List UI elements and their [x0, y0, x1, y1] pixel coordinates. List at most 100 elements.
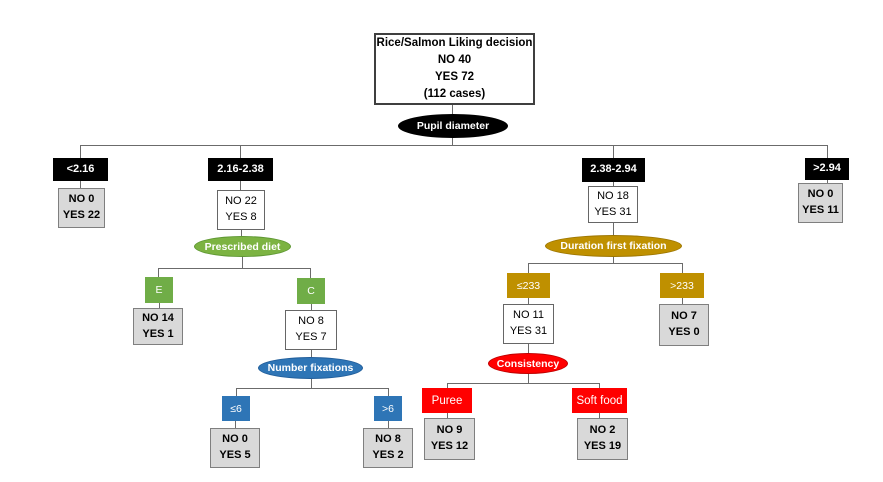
yes-count: YES 5: [219, 449, 251, 461]
connector: [827, 145, 828, 158]
branch-label: 2.38-2.94: [590, 163, 637, 176]
condition-label: ≤233: [516, 279, 541, 292]
connector: [311, 379, 312, 388]
no-count: NO 8: [298, 315, 324, 328]
connector: [613, 145, 614, 158]
connector: [235, 421, 236, 428]
no-count: NO 9: [436, 424, 463, 437]
split-label: Consistency: [496, 357, 560, 370]
leaf-box-fix-le6: NO 0 YES 5: [210, 428, 260, 468]
yes-count: YES 22: [62, 209, 101, 221]
yes-count: YES 31: [594, 205, 632, 218]
no-count: NO 2: [589, 424, 616, 437]
connector: [528, 263, 529, 273]
condition-label: C: [307, 285, 315, 297]
root-node: Rice/Salmon Liking decision NO 40 YES 72…: [374, 33, 535, 105]
connector: [80, 145, 81, 158]
no-count: NO 14: [142, 311, 174, 324]
condition-label: E: [155, 284, 163, 296]
yes-count: YES 11: [802, 204, 839, 216]
no-count: NO 18: [597, 189, 629, 202]
leaf-box-diet-e: NO 14 YES 1: [133, 308, 183, 345]
condition-box-dur-le233: ≤233: [507, 273, 550, 298]
condition-box-diet-c: C: [297, 278, 325, 304]
root-title: Rice/Salmon Liking decision: [376, 36, 533, 49]
connector: [158, 268, 159, 277]
connector: [528, 298, 529, 304]
no-count: NO 0: [222, 433, 248, 446]
connector: [599, 383, 600, 388]
connector: [613, 257, 614, 263]
split-oval-consistency: Consistency: [488, 353, 568, 374]
connector: [240, 181, 241, 190]
yes-count: YES 1: [142, 327, 174, 340]
connector: [240, 145, 241, 158]
leaf-box-lt-2-16: NO 0 YES 22: [58, 188, 105, 228]
connector: [452, 138, 453, 145]
branch-label: 2.16-2.38: [217, 162, 264, 175]
condition-label: ≤6: [230, 402, 242, 415]
connector: [682, 263, 683, 273]
root-cases-count: (112 cases): [423, 88, 486, 101]
connector: [388, 388, 389, 396]
stats-box-2-38-2-94: NO 18 YES 31: [588, 186, 638, 223]
condition-label: >233: [670, 279, 694, 292]
connector: [311, 350, 312, 357]
branch-box-gt-2-94: >2.94: [805, 158, 849, 180]
branch-box-2-16-2-38: 2.16-2.38: [208, 158, 273, 181]
connector: [528, 374, 529, 383]
leaf-box-dur-gt233: NO 7 YES 0: [659, 304, 709, 346]
condition-box-diet-e: E: [145, 277, 173, 303]
no-count: NO 11: [513, 309, 544, 322]
connector: [452, 105, 453, 114]
no-count: NO 22: [225, 195, 257, 208]
split-oval-duration-first-fixation: Duration first fixation: [545, 235, 682, 257]
connector: [528, 344, 529, 353]
connector: [447, 383, 600, 384]
split-oval-pupil-diameter: Pupil diameter: [398, 114, 508, 138]
condition-box-puree: Puree: [422, 388, 472, 413]
no-count: NO 0: [68, 193, 95, 206]
yes-count: YES 0: [668, 326, 700, 338]
yes-count: YES 31: [509, 325, 548, 337]
connector: [80, 145, 827, 146]
connector: [310, 268, 311, 278]
branch-box-lt-2-16: <2.16: [53, 158, 108, 181]
root-yes-count: YES 72: [435, 71, 474, 83]
connector: [242, 257, 243, 268]
connector: [236, 388, 388, 389]
connector: [241, 230, 242, 236]
condition-box-fix-le6: ≤6: [222, 396, 250, 421]
yes-count: YES 7: [295, 331, 327, 343]
yes-count: YES 8: [225, 211, 257, 223]
connector: [447, 383, 448, 388]
stats-box-dur-le233: NO 11 YES 31: [503, 304, 554, 344]
condition-label: Puree: [431, 394, 463, 407]
split-oval-prescribed-diet: Prescribed diet: [194, 236, 291, 257]
no-count: NO 0: [807, 188, 834, 201]
leaf-box-gt-2-94: NO 0 YES 11: [798, 183, 843, 223]
connector: [613, 223, 614, 235]
yes-count: YES 2: [372, 449, 404, 461]
leaf-box-soft-food: NO 2 YES 19: [577, 418, 628, 460]
yes-count: YES 19: [583, 440, 622, 452]
connector: [236, 388, 237, 396]
connector: [447, 413, 448, 418]
stats-box-diet-c: NO 8 YES 7: [285, 310, 337, 350]
no-count: NO 8: [375, 433, 401, 446]
connector: [80, 181, 81, 188]
split-label: Prescribed diet: [204, 240, 281, 253]
condition-box-soft-food: Soft food: [572, 388, 627, 413]
branch-label: <2.16: [66, 162, 95, 175]
connector: [388, 421, 389, 428]
condition-label: Soft food: [576, 394, 623, 407]
connector: [311, 304, 312, 310]
yes-count: YES 12: [430, 440, 469, 452]
connector: [682, 298, 683, 304]
split-label: Pupil diameter: [416, 120, 490, 132]
leaf-box-puree: NO 9 YES 12: [424, 418, 475, 460]
leaf-box-fix-gt6: NO 8 YES 2: [363, 428, 413, 468]
condition-box-fix-gt6: >6: [374, 396, 402, 421]
connector: [528, 263, 682, 264]
no-count: NO 7: [671, 310, 697, 323]
